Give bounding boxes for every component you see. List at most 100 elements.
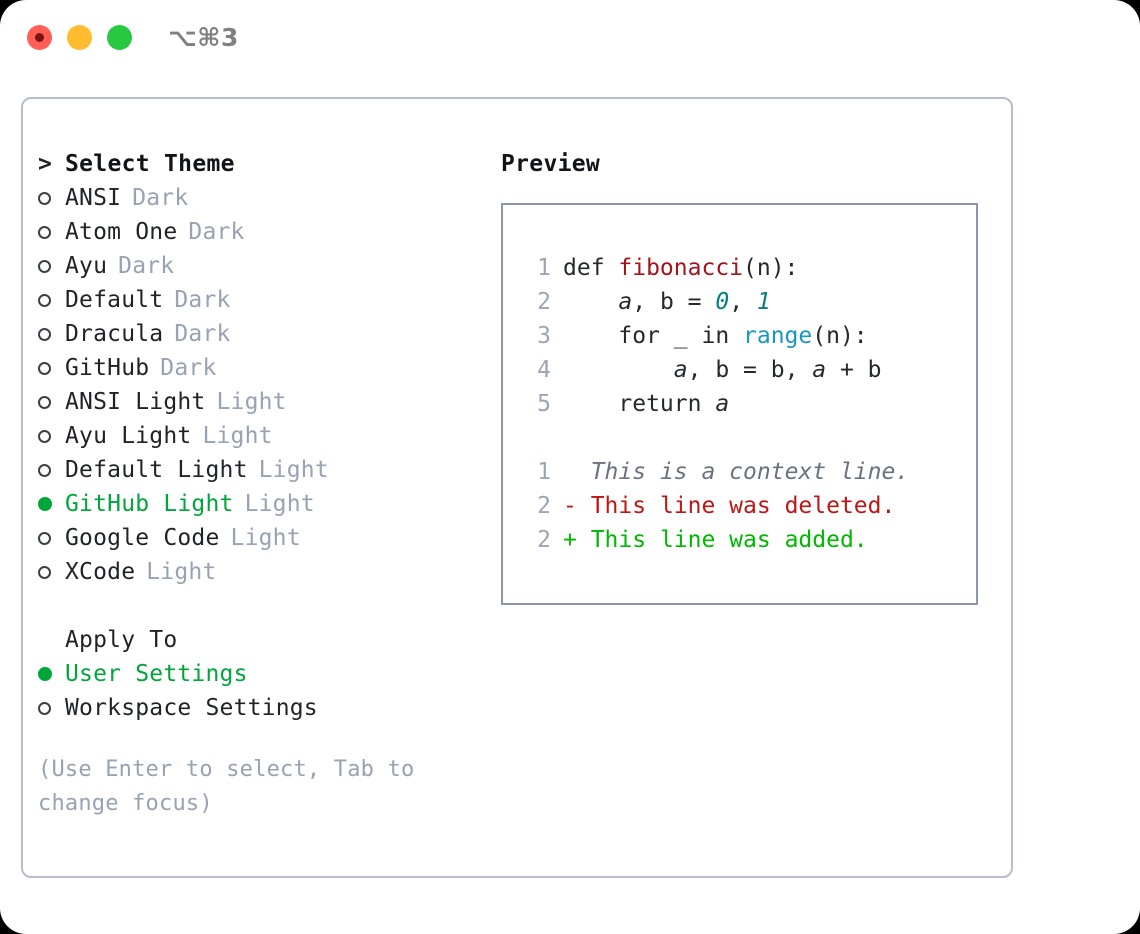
radio-unselected-icon[interactable] (38, 522, 65, 556)
code-content: def fibonacci(n): (563, 255, 799, 281)
diff-line-added: 2 + This line was added. (503, 523, 976, 557)
radio-unselected-icon[interactable] (38, 250, 65, 284)
code-line: 1 def fibonacci(n): (503, 251, 976, 285)
theme-variant-tag: Dark (132, 185, 189, 211)
radio-unselected-icon[interactable] (38, 216, 65, 250)
radio-unselected-icon[interactable] (38, 352, 65, 386)
title-bar: ⌥⌘3 (0, 0, 1140, 78)
radio-unselected-icon[interactable] (38, 420, 65, 454)
line-number: 1 (537, 459, 551, 485)
main-panel: > Select Theme ANSI Dark Atom One Dark A… (21, 97, 1013, 878)
diff-line-context: 1 This is a context line. (503, 455, 976, 489)
theme-name: XCode (65, 559, 136, 585)
line-number: 2 (537, 527, 551, 553)
theme-name: Atom One (65, 219, 178, 245)
theme-variant-tag: Light (146, 559, 217, 585)
line-number: 5 (537, 391, 551, 417)
minimize-window-button[interactable] (67, 25, 92, 50)
theme-variant-tag: Light (202, 423, 273, 449)
theme-list-item[interactable]: ANSI Dark (38, 181, 478, 215)
theme-list-item[interactable]: Ayu Light Light (38, 419, 478, 453)
theme-name: Default (65, 287, 164, 313)
radio-unselected-icon[interactable] (38, 386, 65, 420)
maximize-window-button[interactable] (107, 25, 132, 50)
diff-sign: - (563, 493, 577, 519)
theme-variant-tag: Light (258, 457, 329, 483)
theme-list-item[interactable]: XCode Light (38, 555, 478, 589)
apply-to-option-label: Workspace Settings (65, 695, 318, 721)
diff-text: This line was added. (576, 527, 868, 553)
line-number: 1 (537, 255, 551, 281)
theme-variant-tag: Light (244, 491, 315, 517)
theme-variant-tag: Dark (174, 321, 231, 347)
radio-selected-icon[interactable] (38, 657, 65, 691)
theme-name: GitHub (65, 355, 150, 381)
preview-spacer (503, 421, 976, 455)
select-theme-header: > Select Theme (38, 147, 478, 181)
theme-list-item[interactable]: Atom One Dark (38, 215, 478, 249)
token-function-name: fibonacci (618, 255, 744, 281)
keyboard-hint-text: (Use Enter to select, Tab to change focu… (38, 757, 415, 816)
theme-list-item[interactable]: Ayu Dark (38, 249, 478, 283)
line-number: 2 (537, 493, 551, 519)
apply-to-section-label: Apply To (65, 627, 178, 653)
theme-variant-tag: Light (216, 389, 287, 415)
apply-to-option-workspace-settings[interactable]: Workspace Settings (38, 691, 478, 725)
theme-list-item-selected[interactable]: GitHub Light Light (38, 487, 478, 521)
apply-to-option-label: User Settings (65, 661, 248, 687)
theme-name: Ayu (65, 253, 108, 279)
theme-variant-tag: Dark (160, 355, 217, 381)
radio-unselected-icon[interactable] (38, 556, 65, 590)
theme-name: ANSI Light (65, 389, 206, 415)
theme-name: GitHub Light (65, 491, 234, 517)
close-window-button[interactable] (27, 25, 52, 50)
diff-sign (563, 455, 577, 489)
code-line: 4 a, b = b, a + b (503, 353, 976, 387)
theme-name: Default Light (65, 457, 248, 483)
preview-box: 1 def fibonacci(n): 2 a, b = 0, 1 3 for … (501, 203, 978, 605)
radio-unselected-icon[interactable] (38, 284, 65, 318)
theme-variant-tag: Light (230, 525, 301, 551)
diff-line-deleted: 2 - This line was deleted. (503, 489, 976, 523)
theme-list-item[interactable]: Default Dark (38, 283, 478, 317)
theme-name: ANSI (65, 185, 122, 211)
section-spacer (38, 589, 478, 623)
theme-variant-tag: Dark (174, 287, 231, 313)
line-number: 2 (537, 289, 551, 315)
prompt-caret-icon: > (38, 151, 53, 177)
line-number: 4 (537, 357, 551, 383)
line-number: 3 (537, 323, 551, 349)
theme-list-item[interactable]: Dracula Dark (38, 317, 478, 351)
radio-selected-icon[interactable] (38, 487, 65, 521)
keyboard-shortcut-label: ⌥⌘3 (168, 23, 239, 52)
token-builtin: range (743, 323, 813, 349)
theme-list-item[interactable]: Default Light Light (38, 453, 478, 487)
select-theme-title: Select Theme (65, 151, 235, 177)
theme-list-item[interactable]: GitHub Dark (38, 351, 478, 385)
code-content: for _ in range(n): (563, 323, 868, 349)
diff-text: This line was deleted. (576, 493, 896, 519)
apply-to-option-user-settings[interactable]: User Settings (38, 657, 478, 691)
radio-unselected-icon[interactable] (38, 182, 65, 216)
code-line: 3 for _ in range(n): (503, 319, 976, 353)
theme-variant-tag: Dark (188, 219, 245, 245)
code-line: 5 return a (503, 387, 976, 421)
token-number: 1 (756, 289, 771, 315)
theme-list-item[interactable]: Google Code Light (38, 521, 478, 555)
theme-list-item[interactable]: ANSI Light Light (38, 385, 478, 419)
token-number: 0 (715, 289, 730, 315)
code-content: a, b = b, a + b (673, 357, 882, 383)
diff-sign: + (563, 527, 577, 553)
theme-name: Ayu Light (65, 423, 192, 449)
theme-name: Dracula (65, 321, 164, 347)
code-content: return a (563, 391, 730, 417)
code-content: a, b = 0, 1 (618, 289, 771, 315)
traffic-light-group (27, 25, 132, 50)
radio-unselected-icon[interactable] (38, 692, 65, 726)
radio-unselected-icon[interactable] (38, 454, 65, 488)
theme-variant-tag: Dark (118, 253, 175, 279)
radio-unselected-icon[interactable] (38, 318, 65, 352)
theme-picker-column: > Select Theme ANSI Dark Atom One Dark A… (38, 147, 478, 821)
code-line: 2 a, b = 0, 1 (503, 285, 976, 319)
